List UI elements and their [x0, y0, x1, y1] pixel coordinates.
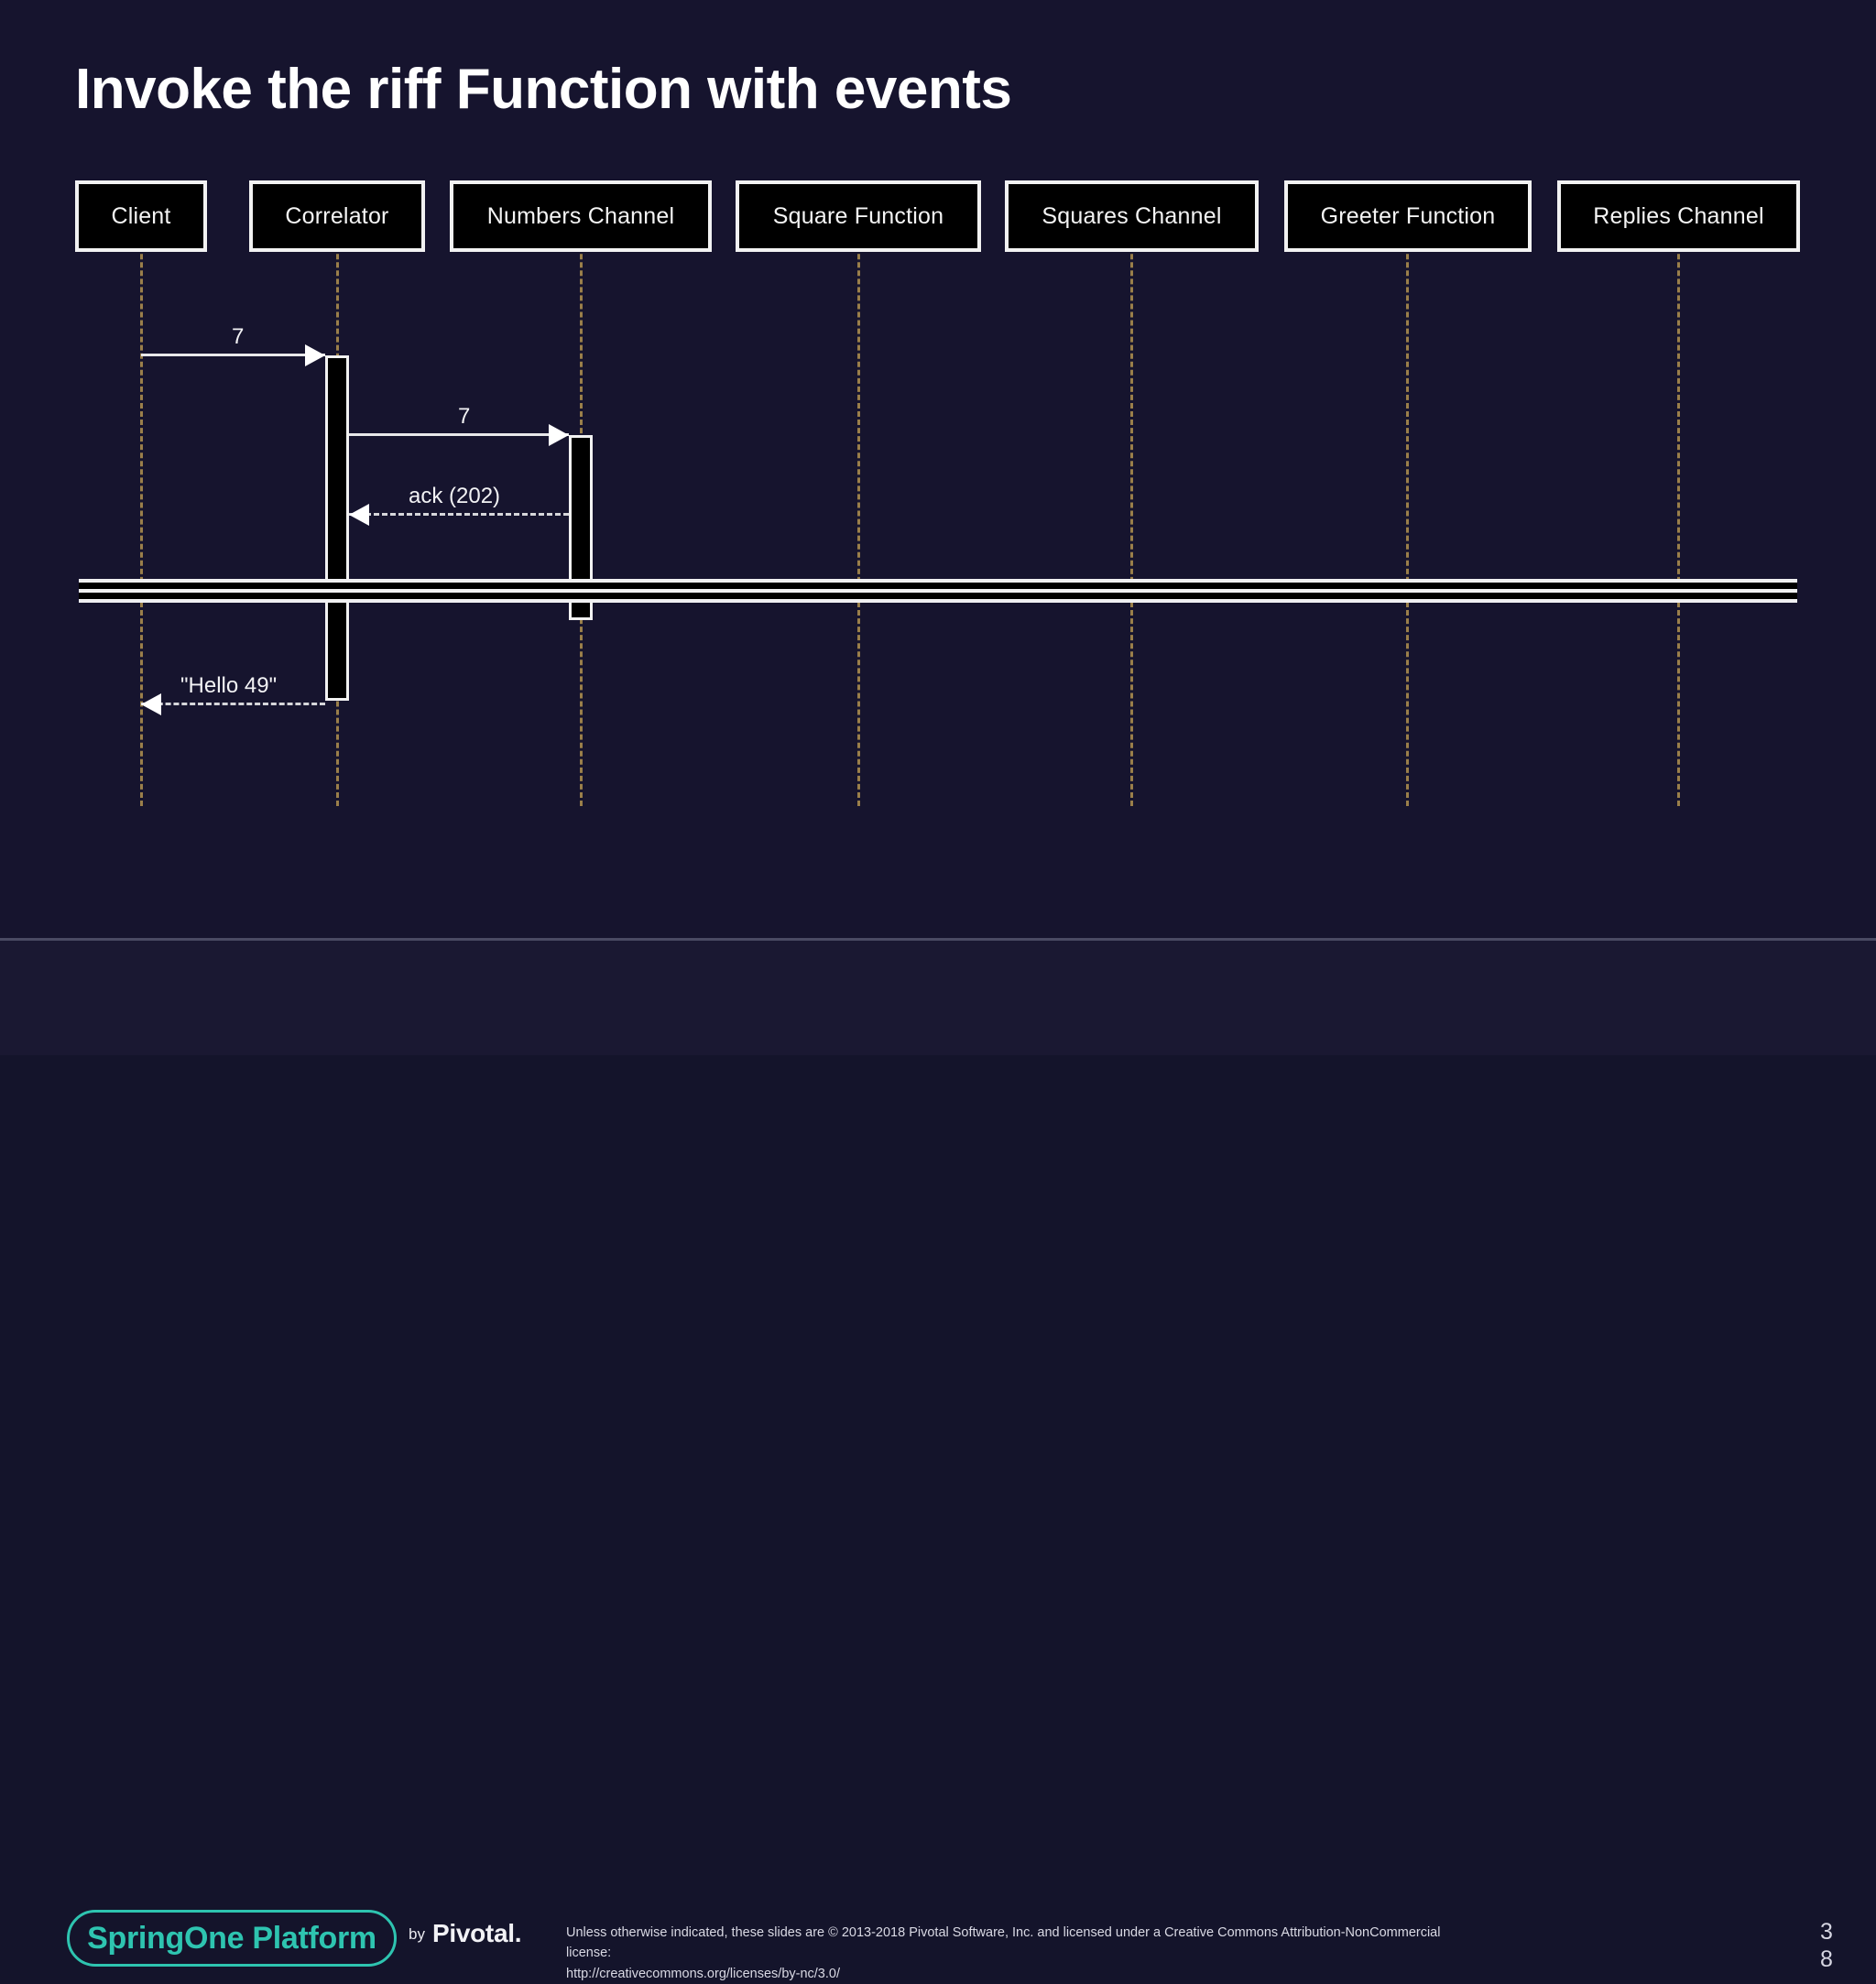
correlator-hello-reply-arrowhead: [141, 693, 161, 715]
copyright-line-1: Unless otherwise indicated, these slides…: [566, 1925, 1441, 1961]
correlator-to-numbers-channel-line: [349, 433, 569, 436]
correlator-to-numbers-channel-label: 7: [458, 404, 471, 429]
participant-greeter-function[interactable]: Greeter Function: [1284, 180, 1532, 252]
correlator-activation: [325, 355, 349, 701]
sequence-diagram: Client Correlator Numbers Channel Square Fu…: [0, 0, 1876, 925]
page-number-bottom: 8: [1820, 1946, 1833, 1972]
numbers-channel-ack-label: ack (202): [409, 484, 501, 508]
correlator-to-numbers-channel-arrowhead: [549, 424, 569, 446]
lifeline-replies-channel: [1677, 213, 1680, 806]
participant-label-squares-channel: Squares Channel: [1042, 202, 1222, 229]
springone-platform-logo: SpringOne Platform: [67, 1910, 397, 1967]
client-to-correlator-arrowhead: [305, 344, 325, 366]
footer-divider: [0, 938, 1876, 941]
by-label: by: [409, 1925, 425, 1943]
page-number-top: 3: [1820, 1919, 1833, 1945]
participant-numbers-channel[interactable]: Numbers Channel: [450, 180, 712, 252]
lifeline-client: [140, 213, 143, 806]
springone-platform-logo-text: SpringOne Platform: [87, 1920, 376, 1956]
participant-replies-channel[interactable]: Replies Channel: [1557, 180, 1800, 252]
lifeline-greeter-function: [1406, 213, 1409, 806]
correlator-hello-reply-label: "Hello 49": [180, 673, 278, 698]
page-number: 3 8: [1808, 1919, 1845, 1973]
numbers-channel-ack-arrowhead: [349, 504, 369, 526]
participant-label-square-function: Square Function: [772, 202, 944, 229]
participant-label-correlator: Correlator: [285, 202, 389, 229]
copyright-line-2[interactable]: http://creativecommons.org/licenses/by-n…: [566, 1966, 840, 1981]
participant-square-function[interactable]: Square Function: [736, 180, 981, 252]
participant-correlator[interactable]: Correlator: [249, 180, 425, 252]
participant-label-client: Client: [111, 202, 171, 229]
numbers-channel-ack-line: [349, 513, 569, 516]
elided-region-band-rule-1: [79, 579, 1797, 583]
lifeline-square-function: [857, 213, 860, 806]
participant-client[interactable]: Client: [75, 180, 207, 252]
page-title: Invoke the riff Function with events: [75, 58, 1012, 121]
footer: SpringOne Platform by Pivotal. Unless ot…: [0, 941, 1876, 1981]
elided-region-band-rule-2: [79, 589, 1797, 593]
client-to-correlator-line: [141, 354, 325, 356]
elided-region-band-rule-3: [79, 599, 1797, 603]
participant-label-greeter-function: Greeter Function: [1320, 202, 1496, 229]
client-to-correlator-label: 7: [232, 324, 245, 349]
participant-label-numbers-channel: Numbers Channel: [486, 202, 675, 229]
pivotal-wordmark: Pivotal.: [432, 1919, 522, 1947]
lifeline-squares-channel: [1130, 213, 1133, 806]
participant-label-replies-channel: Replies Channel: [1593, 202, 1764, 229]
copyright-notice: Unless otherwise indicated, these slides…: [566, 1923, 1464, 1984]
participant-squares-channel[interactable]: Squares Channel: [1005, 180, 1259, 252]
correlator-hello-reply-line: [141, 703, 325, 705]
